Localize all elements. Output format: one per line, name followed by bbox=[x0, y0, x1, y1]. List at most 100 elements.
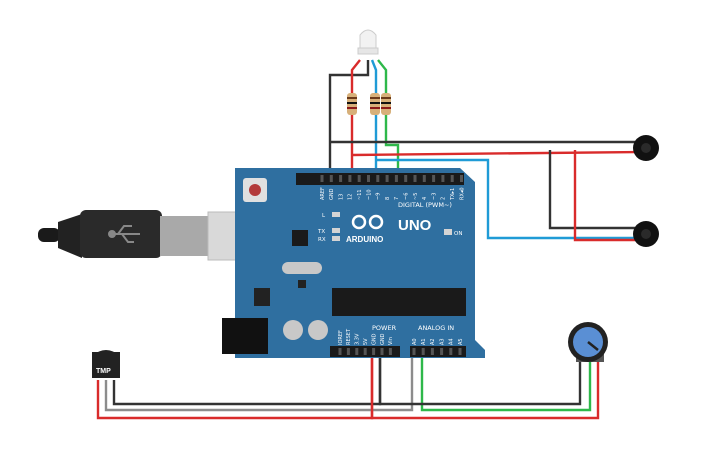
pin-socket[interactable] bbox=[372, 348, 376, 355]
pin-socket[interactable] bbox=[432, 175, 436, 182]
pin-socket[interactable] bbox=[380, 348, 384, 355]
pin-socket[interactable] bbox=[338, 348, 342, 355]
resistor[interactable] bbox=[347, 93, 357, 115]
wire-led-red bbox=[350, 59, 361, 175]
arduino-logo-icon bbox=[351, 214, 384, 230]
wire-tmp-black bbox=[112, 352, 382, 406]
wire-speaker-common bbox=[548, 150, 638, 230]
pin-label: ~5 bbox=[413, 193, 419, 200]
pin-label: ~3 bbox=[431, 193, 437, 200]
wire-tmp-gray bbox=[104, 352, 414, 412]
temperature-sensor[interactable]: TMP bbox=[92, 350, 120, 378]
tmp-label: TMP bbox=[96, 368, 111, 375]
pin-label: GND bbox=[380, 333, 386, 345]
pin-label: 13 bbox=[338, 194, 344, 200]
wire-led-gnd bbox=[328, 60, 370, 175]
pin-socket[interactable] bbox=[388, 348, 392, 355]
pin-label: 7 bbox=[394, 197, 400, 200]
power-header-label: POWER bbox=[372, 324, 397, 332]
regulator bbox=[254, 288, 270, 306]
pin-label: ~6 bbox=[404, 193, 410, 200]
crystal bbox=[282, 262, 322, 274]
pin-socket[interactable] bbox=[404, 175, 408, 182]
capacitor bbox=[283, 320, 303, 340]
pin-label: A2 bbox=[430, 338, 436, 345]
pin-label: A3 bbox=[439, 338, 445, 345]
on-led bbox=[444, 229, 452, 235]
piezo-buzzer[interactable] bbox=[633, 221, 659, 247]
knob-indicator bbox=[587, 341, 599, 351]
microcontroller-chip bbox=[332, 288, 466, 316]
wire-speaker1-red bbox=[351, 150, 639, 157]
wire-pot-green bbox=[420, 352, 592, 412]
pin-label: AREF bbox=[320, 187, 326, 200]
wire-pot-red bbox=[370, 352, 600, 420]
pin-socket[interactable] bbox=[412, 348, 416, 355]
pin-socket[interactable] bbox=[385, 175, 389, 182]
pin-socket[interactable] bbox=[394, 175, 398, 182]
pin-label: 3.3V bbox=[355, 333, 361, 345]
pin-socket[interactable] bbox=[441, 175, 445, 182]
small-chip bbox=[292, 230, 308, 246]
capacitor bbox=[308, 320, 328, 340]
pin-socket[interactable] bbox=[440, 348, 444, 355]
resistor[interactable] bbox=[370, 93, 380, 115]
l-label: L bbox=[322, 213, 326, 219]
model-label: UNO bbox=[398, 217, 432, 234]
pin-socket[interactable] bbox=[355, 348, 359, 355]
rgb-led[interactable] bbox=[357, 29, 379, 55]
pin-socket[interactable] bbox=[357, 175, 361, 182]
pin-socket[interactable] bbox=[450, 175, 454, 182]
pin-label: TX▸1 bbox=[450, 188, 456, 201]
wire-led-blue bbox=[370, 59, 378, 175]
pin-label: RESET bbox=[346, 328, 352, 345]
pin-socket[interactable] bbox=[346, 348, 350, 355]
pin-socket[interactable] bbox=[422, 175, 426, 182]
pin-socket[interactable] bbox=[339, 175, 343, 182]
wires bbox=[96, 59, 639, 420]
pin-socket[interactable] bbox=[430, 348, 434, 355]
pin-socket[interactable] bbox=[376, 175, 380, 182]
resistor[interactable] bbox=[381, 93, 391, 115]
pin-label: ~10 bbox=[366, 189, 372, 200]
pin-socket[interactable] bbox=[421, 348, 425, 355]
wire-pot-black bbox=[378, 352, 582, 406]
pin-socket[interactable] bbox=[449, 348, 453, 355]
wire-tmp-red bbox=[96, 352, 374, 420]
usb-icon bbox=[108, 225, 140, 243]
analog-header-label: ANALOG IN bbox=[418, 324, 454, 332]
rx-label: RX bbox=[318, 237, 326, 243]
wire-led-green bbox=[377, 59, 400, 175]
pin-label: A4 bbox=[449, 338, 455, 345]
pin-label: GND bbox=[329, 188, 335, 200]
wire-speaker2-red bbox=[573, 150, 638, 242]
pin-label: A0 bbox=[412, 338, 418, 345]
pin-label: RX◂0 bbox=[459, 187, 465, 200]
pin-label: 8 bbox=[385, 197, 391, 200]
wire-speaker2-blue bbox=[376, 158, 638, 240]
pin-socket[interactable] bbox=[363, 348, 367, 355]
analog-header bbox=[410, 346, 466, 357]
pin-label: A5 bbox=[458, 338, 464, 345]
pin-label: 4 bbox=[422, 197, 428, 200]
usb-connector bbox=[160, 216, 210, 256]
pin-socket[interactable] bbox=[348, 175, 352, 182]
pin-socket[interactable] bbox=[413, 175, 417, 182]
on-label: ON bbox=[454, 231, 462, 237]
digital-header bbox=[296, 173, 464, 185]
brand-label: ARDUINO bbox=[346, 235, 383, 244]
pin-socket[interactable] bbox=[329, 175, 333, 182]
pin-socket[interactable] bbox=[460, 175, 463, 182]
pin-socket[interactable] bbox=[458, 348, 462, 355]
pin-label: 5V bbox=[363, 338, 369, 345]
power-jack bbox=[222, 318, 268, 354]
potentiometer[interactable] bbox=[568, 322, 608, 362]
digital-header-label: DIGITAL (PWM~) bbox=[398, 201, 452, 209]
pin-socket[interactable] bbox=[367, 175, 370, 182]
pin-socket[interactable] bbox=[320, 175, 324, 182]
arduino-board[interactable]: ARDUINO UNO DIGITAL (PWM~) POWER ANALOG … bbox=[222, 168, 485, 358]
piezo-buzzer[interactable] bbox=[633, 135, 659, 161]
